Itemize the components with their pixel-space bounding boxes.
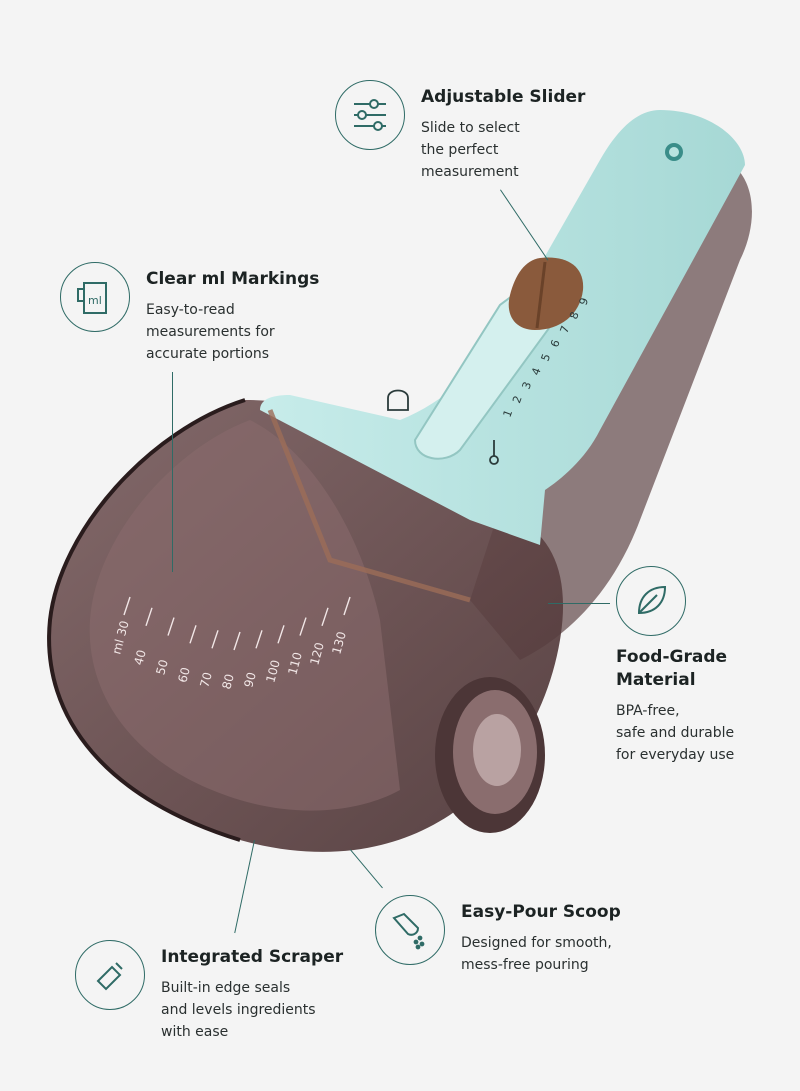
- bowl-scale-label: 40: [131, 648, 148, 666]
- measuring-jug-icon: ml: [60, 262, 130, 332]
- pouring-scoop-icon: [375, 895, 445, 965]
- bowl-scale-label: 110: [285, 651, 304, 677]
- bowl-scale-tick: [343, 596, 351, 616]
- bowl-scale-tick: [277, 625, 285, 644]
- bowl-scale-tick: [145, 607, 153, 627]
- sliders-icon: [335, 80, 405, 150]
- scraper-icon: [75, 940, 145, 1010]
- feature-easy-pour-scoop: Easy-Pour Scoop Designed for smooth, mes…: [375, 895, 675, 985]
- bowl-scale-label: 70: [197, 671, 214, 689]
- feature-description: Designed for smooth, mess-free pouring: [461, 935, 612, 973]
- feature-clear-ml-markings: ml Clear ml Markings Easy-to-read measur…: [60, 262, 360, 372]
- leaf-icon: [616, 566, 686, 636]
- feature-title: Adjustable Slider: [421, 87, 586, 107]
- bowl-scale-label: 130: [329, 630, 348, 656]
- feature-description: Slide to select the perfect measurement: [421, 120, 520, 180]
- handle-scale-label: 2: [510, 394, 525, 405]
- feature-title: Food-Grade Material: [616, 647, 728, 690]
- jug-label: ml: [88, 294, 102, 307]
- bowl-scale-label: 90: [241, 671, 258, 689]
- bowl-scale-tick: [321, 607, 329, 627]
- bowl-scale-tick: [123, 596, 131, 616]
- handle-scale-label: 4: [529, 366, 544, 377]
- handle-scale-label: 5: [539, 352, 554, 363]
- scoop-rim: [47, 398, 246, 842]
- handle-scale-label: 3: [520, 380, 535, 391]
- feature-title: Integrated Scraper: [161, 947, 344, 967]
- feature-title: Easy-Pour Scoop: [461, 902, 621, 922]
- bowl-scale-label: 120: [307, 641, 326, 667]
- bowl-scale-tick: [255, 630, 263, 649]
- feature-food-grade-material: Food-Grade Material BPA-free, safe and d…: [616, 566, 796, 776]
- bowl-scale-tick: [167, 617, 175, 636]
- bowl-scale-tick: [233, 631, 241, 651]
- leader-markings: [172, 372, 174, 572]
- bowl-scale-label: 60: [175, 666, 192, 684]
- feature-description: Built-in edge seals and levels ingredien…: [161, 980, 316, 1040]
- feature-integrated-scraper: Integrated Scraper Built-in edge seals a…: [75, 940, 375, 1050]
- handle-scale-label: 6: [548, 338, 563, 349]
- feature-adjustable-slider: Adjustable Slider Slide to select the pe…: [335, 80, 635, 190]
- scoop-inner: [89, 420, 401, 811]
- feature-title: Clear ml Markings: [146, 269, 320, 289]
- handle-body: [260, 110, 745, 545]
- bowl-scale-label: 50: [153, 658, 170, 676]
- bowl-scale-tick: [299, 617, 307, 636]
- feature-description: BPA-free, safe and durable for everyday …: [616, 703, 735, 763]
- bowl-scale-label: 100: [263, 658, 282, 684]
- leader-material: [548, 603, 610, 605]
- handle-scale-label: 9: [577, 296, 592, 307]
- handle-scale-label: 1: [501, 408, 516, 419]
- bowl-scale-tick: [211, 630, 219, 649]
- handle-scale: 1 2 3 4 5 6 7 8 9: [501, 296, 592, 419]
- bowl-scale-label: 80: [219, 672, 236, 690]
- slider-knob: [508, 257, 584, 330]
- handle-scale-label: 7: [558, 324, 573, 335]
- scraper-edge: [267, 409, 471, 603]
- feature-description: Easy-to-read measurements for accurate p…: [146, 302, 275, 362]
- handle-scale-label: 8: [567, 310, 582, 321]
- bowl-scale-tick: [189, 625, 197, 644]
